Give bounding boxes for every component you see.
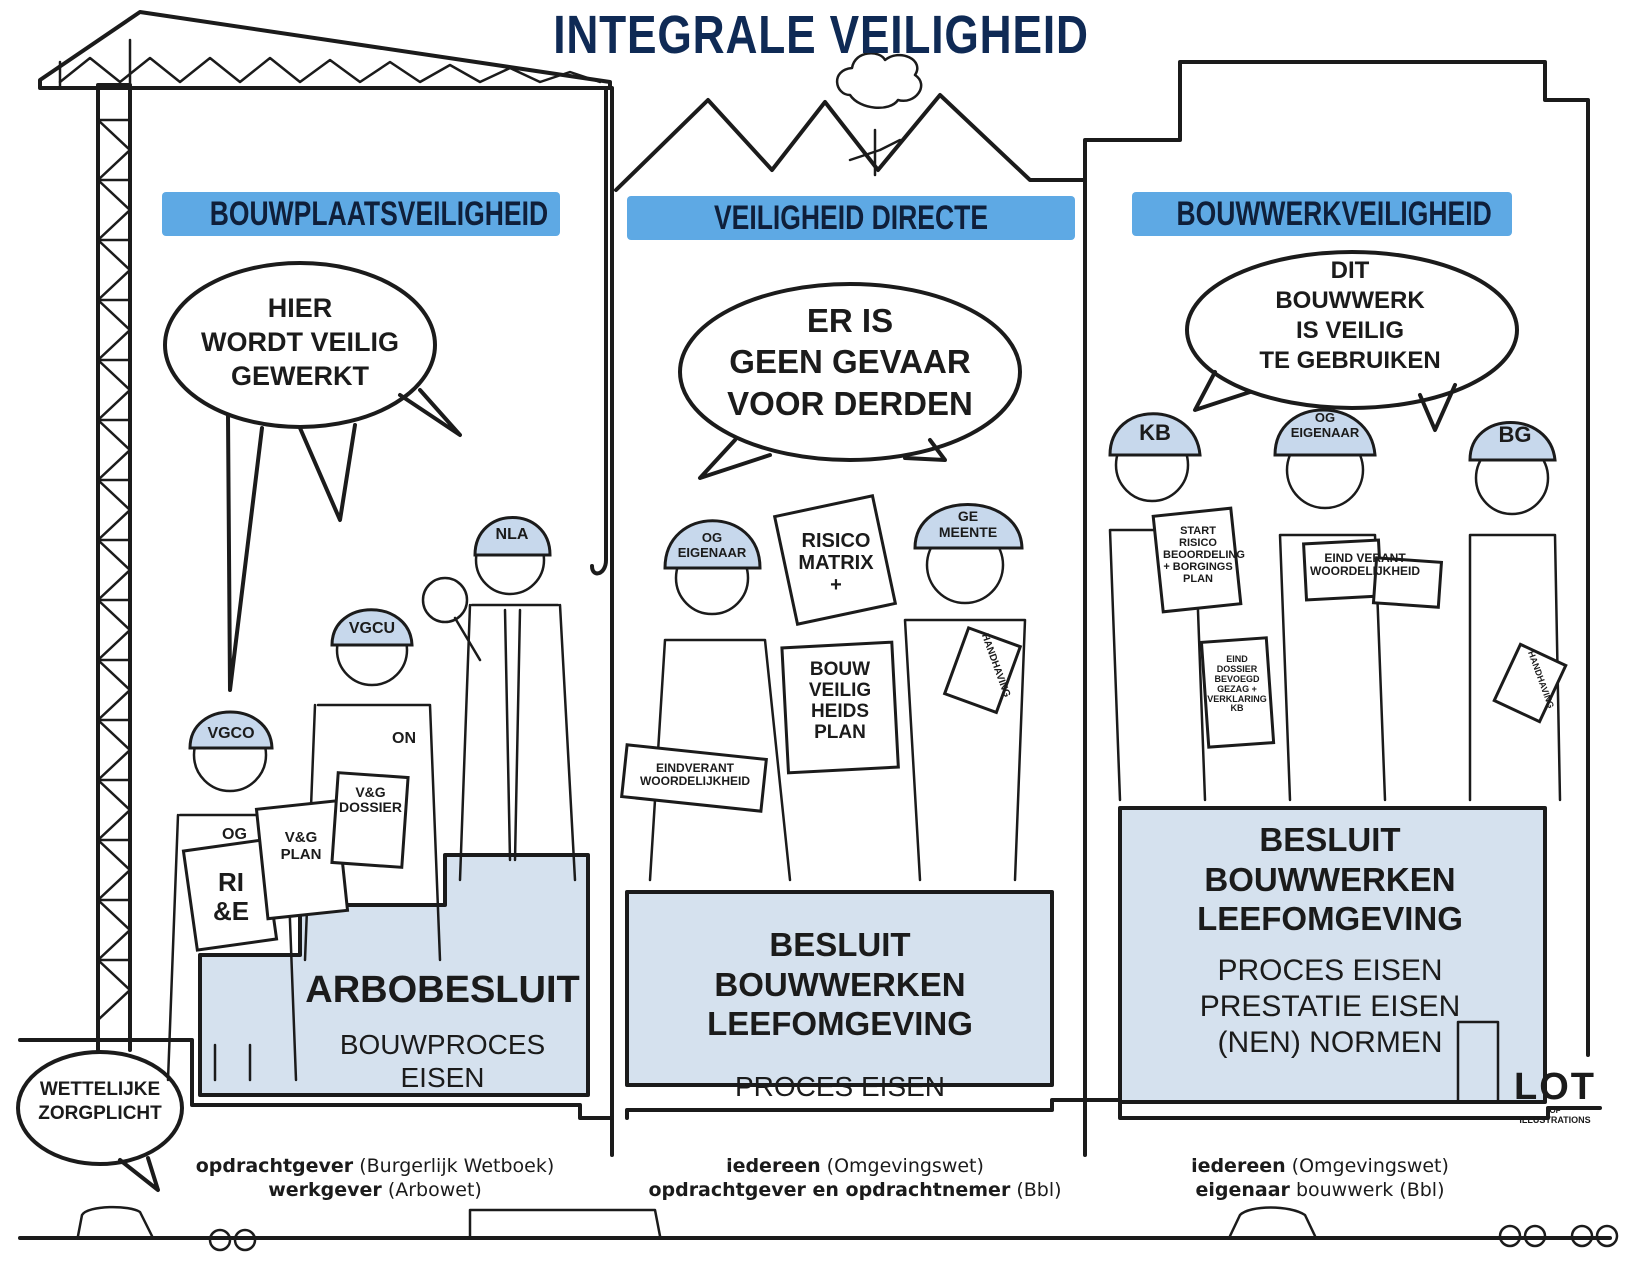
doc-label: V&G DOSSIER: [338, 784, 402, 816]
helmet-label: KB: [1139, 420, 1171, 445]
band-bouwwerkveiligheid: BOUWWERKVEILIGHEID: [1132, 192, 1512, 236]
footer-section-2: iedereen (Omgevingswet) opdrachtgever en…: [648, 1155, 1062, 1201]
band-bouwplaatsveiligheid: BOUWPLAATSVEILIGHEID: [162, 192, 560, 236]
section-boxes: [18, 806, 1612, 1240]
doc-label: OG: [222, 826, 247, 843]
doc-label: V&G PLAN: [280, 829, 322, 863]
law-title-line: LEEFOMGEVING: [1197, 900, 1463, 938]
skyline: [610, 52, 1590, 1157]
band-veiligheid-directe-omgeving: VEILIGHEID DIRECTE OMGEVING: [627, 196, 1075, 240]
doc-label: EIND VERANT WOORDELIJKHEID: [1309, 551, 1420, 579]
footer-section-1: opdrachtgever (Burgerlijk Wetboek) werkg…: [195, 1155, 555, 1201]
law-item: PROCES EISEN: [734, 1070, 946, 1102]
people: [166, 408, 1568, 1082]
footer-section-3: iedereen (Omgevingswet) eigenaar bouwwer…: [1191, 1155, 1449, 1201]
law-title-line: BESLUIT BOUWWERKEN: [1204, 821, 1456, 898]
law-item: (NEN) NORMEN: [1217, 1025, 1443, 1059]
doc-label: EINDVERANT WOORDELIJKHEID: [639, 761, 750, 789]
page-title: INTEGRALE VEILIGHEID: [553, 5, 1089, 65]
crane: [38, 10, 612, 1052]
helmet-label: OG EIGENAAR: [677, 530, 747, 560]
street: [76, 1020, 1619, 1252]
law-item: PRESTATIE EISEN: [1199, 989, 1461, 1023]
doc-label: BOUW VEILIG HEIDS PLAN: [808, 659, 872, 743]
law-title-line: LEEFOMGEVING: [707, 1005, 973, 1043]
lot-of-illustrations-logo: LOT OF ILLUSTRATIONS: [1514, 1066, 1596, 1125]
law-title: ARBOBESLUIT: [305, 969, 580, 1011]
helmet-label: NLA: [495, 526, 529, 543]
helmet-label: VGCU: [348, 620, 396, 637]
speech-bubbles: [16, 250, 1519, 1192]
helmet-label: GE MEENTE: [938, 508, 998, 540]
helmet-label: BG: [1498, 422, 1532, 447]
law-item: PROCES EISEN: [1217, 953, 1443, 987]
doc-label: EIND DOSSIER BEVOEGD GEZAG + VERKLARING …: [1207, 654, 1267, 714]
doc-label: START RISICO BEOORDELING + BORGINGS PLAN: [1163, 525, 1245, 586]
doc-label: RI &E: [212, 867, 250, 926]
helmet-label: OG EIGENAAR: [1290, 410, 1360, 440]
doc-label: ON: [392, 730, 416, 747]
doc-label: RISICO MATRIX +: [798, 530, 874, 596]
law-box-bbl-bouwwerk: BESLUIT BOUWWERKEN LEEFOMGEVING PROCES E…: [1130, 820, 1530, 1061]
law-title-line: BESLUIT BOUWWERKEN: [714, 926, 966, 1003]
helmet-label: VGCO: [207, 725, 255, 742]
law-box-arbobesluit: ARBOBESLUIT BOUWPROCES EISEN: [300, 968, 585, 1095]
law-item: BOUWPROCES EISEN: [339, 1028, 546, 1094]
law-box-bbl-omgeving: BESLUIT BOUWWERKEN LEEFOMGEVING PROCES E…: [640, 925, 1040, 1103]
